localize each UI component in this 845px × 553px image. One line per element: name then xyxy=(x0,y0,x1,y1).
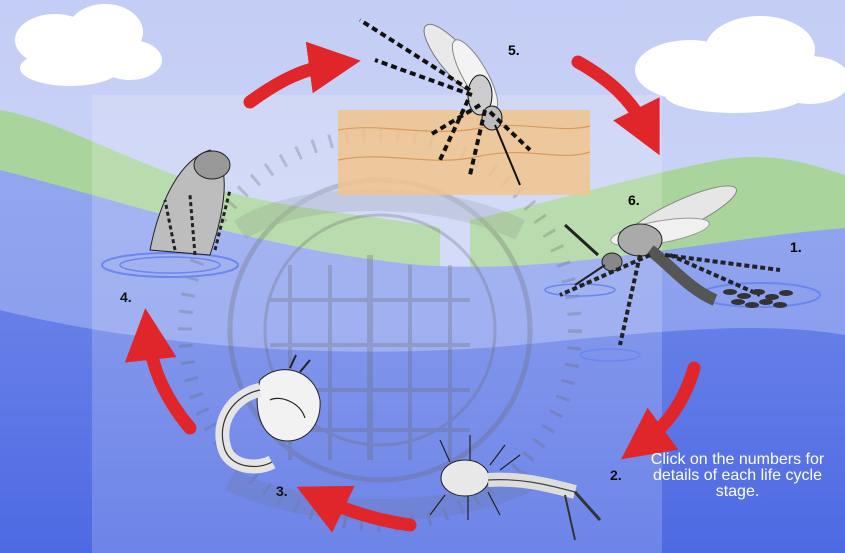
stage-4-label[interactable]: 4. xyxy=(120,290,132,304)
stage-6-label[interactable]: 6. xyxy=(628,193,640,207)
stage-3-label[interactable]: 3. xyxy=(276,484,288,498)
stage-2-label[interactable]: 2. xyxy=(610,468,622,482)
skin-patch xyxy=(338,110,590,195)
stage-1-label[interactable]: 1. xyxy=(790,240,802,254)
instructions-text: Click on the numbers for details of each… xyxy=(650,452,825,500)
stage-5-label[interactable]: 5. xyxy=(508,43,520,57)
